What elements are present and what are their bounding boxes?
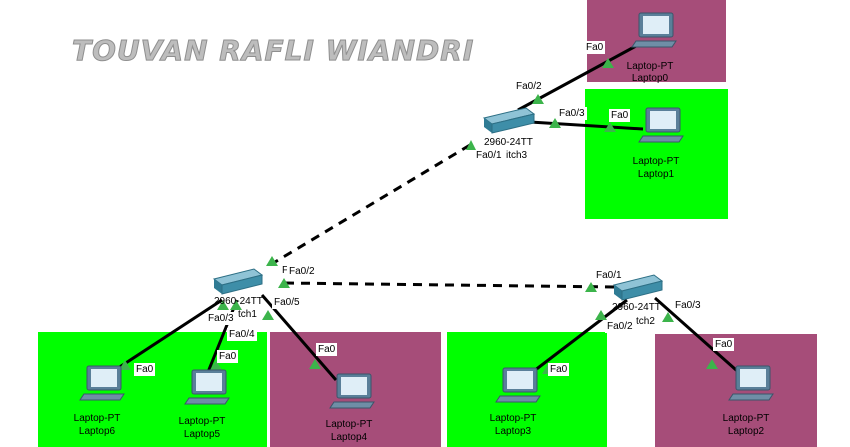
laptop4-icon [329, 373, 375, 409]
link-up-marker [585, 282, 597, 292]
link-sw1-sw2 [284, 281, 616, 289]
laptop4-name: Laptop4 [330, 432, 368, 443]
switch1-model: 2960-24TT [214, 296, 263, 307]
laptop0-model: Laptop-PT [626, 61, 674, 72]
port-sw1-fa03: Fa0/3 [206, 312, 236, 325]
laptop3-model: Laptop-PT [489, 413, 537, 424]
link-up-marker [309, 359, 321, 369]
author-title: TOUVAN RAFLI WIANDRI [71, 34, 475, 68]
link-sw3-sw1 [264, 143, 471, 270]
link-up-marker [595, 310, 607, 320]
laptop0-name: Laptop0 [631, 73, 669, 84]
link-sw1-laptop4 [260, 294, 338, 381]
port-laptop1: Fa0 [609, 109, 631, 122]
port-sw1-partial: F [280, 264, 291, 277]
port-laptop3: Fa0 [548, 363, 570, 376]
laptop1-name: Laptop1 [637, 169, 675, 180]
port-laptop4: Fa0 [316, 343, 338, 356]
switch1-name: tch1 [238, 309, 257, 320]
laptop3-name: Laptop3 [494, 426, 532, 437]
laptop5-icon [184, 369, 230, 405]
switch2-name: tch2 [636, 316, 655, 327]
link-status-markers [119, 58, 718, 374]
link-sw2-laptop3 [529, 298, 628, 376]
link-up-marker [532, 94, 544, 104]
link-up-marker [230, 300, 242, 310]
link-up-marker [266, 256, 278, 266]
port-sw3-fa03: Fa0/3 [557, 107, 587, 120]
port-sw2-fa02: Fa0/2 [605, 320, 635, 333]
link-up-marker [262, 310, 274, 320]
link-up-marker [706, 359, 718, 369]
laptop4-model: Laptop-PT [325, 419, 373, 430]
port-laptop2: Fa0 [713, 338, 735, 351]
port-sw3-fa01: Fa0/1 [476, 150, 502, 161]
port-sw1-fa05: Fa0/5 [272, 296, 302, 309]
switch2-icon [612, 274, 664, 301]
port-laptop6: Fa0 [134, 363, 156, 376]
switch2-model: 2960-24TT [612, 302, 661, 313]
link-up-marker [119, 360, 131, 370]
link-sw2-laptop2 [654, 296, 745, 379]
laptop3-icon [495, 367, 541, 403]
link-up-marker [217, 300, 229, 310]
link-sw1-laptop6 [111, 298, 223, 374]
port-laptop0: Fa0 [584, 41, 606, 54]
port-sw3-fa02: Fa0/2 [514, 80, 544, 93]
switch1-icon [212, 268, 264, 295]
switch3-icon [482, 107, 536, 134]
link-up-marker [466, 140, 476, 150]
port-sw2-fa03: Fa0/3 [673, 299, 703, 312]
port-sw1-fa02: Fa0/2 [287, 265, 317, 278]
laptop2-model: Laptop-PT [722, 413, 770, 424]
switch3-model: 2960-24TT [484, 137, 533, 148]
switch3-name: itch3 [506, 150, 528, 161]
laptop5-model: Laptop-PT [178, 416, 226, 427]
port-sw2-fa01: Fa0/1 [594, 269, 624, 282]
laptop6-model: Laptop-PT [73, 413, 121, 424]
laptop1-icon [638, 107, 684, 143]
laptop1-model: Laptop-PT [632, 156, 680, 167]
laptop6-name: Laptop6 [78, 426, 116, 437]
link-up-marker [662, 312, 674, 322]
link-up-marker [278, 278, 290, 288]
laptop6-icon [79, 365, 125, 401]
link-up-marker [604, 122, 616, 132]
link-up-marker [210, 360, 222, 370]
link-up-marker [602, 58, 614, 68]
zone-laptop2 [655, 334, 817, 447]
laptop5-name: Laptop5 [183, 429, 221, 440]
port-sw1-fa04: Fa0/4 [227, 328, 257, 341]
link-up-marker [549, 118, 561, 128]
laptop0-icon [631, 12, 677, 48]
link-sw3-laptop1 [529, 120, 644, 131]
port-laptop5: Fa0 [217, 350, 239, 363]
laptop2-name: Laptop2 [727, 426, 765, 437]
laptop2-icon [728, 365, 774, 401]
